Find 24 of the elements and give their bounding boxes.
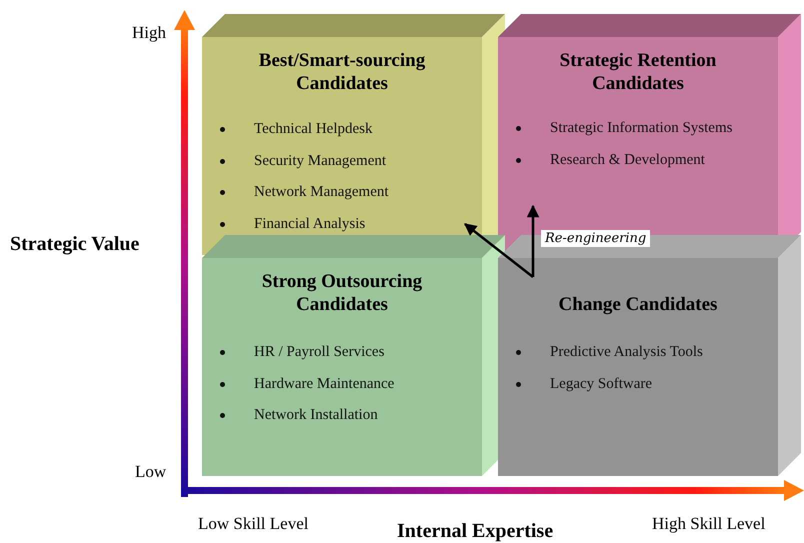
list-item: Strategic Information Systems bbox=[514, 119, 732, 137]
list-item: Hardware Maintenance bbox=[218, 374, 394, 392]
list-item: Network Installation bbox=[218, 406, 378, 424]
quadrant-title: Strong Outsourcing Candidates bbox=[260, 270, 424, 316]
axis-label: High bbox=[132, 23, 166, 43]
list-item: Legacy Software bbox=[514, 374, 652, 392]
axis-label: High Skill Level bbox=[652, 514, 766, 534]
axis-label: Low Skill Level bbox=[198, 514, 308, 534]
list-item: Security Management bbox=[218, 152, 386, 170]
list-item: Technical Helpdesk bbox=[218, 120, 372, 138]
list-item: HR / Payroll Services bbox=[218, 343, 384, 361]
edge-label: Re-engineering bbox=[541, 230, 650, 247]
list-item: Network Management bbox=[218, 183, 389, 201]
list-item: Predictive Analysis Tools bbox=[514, 343, 703, 361]
list-item: Financial Analysis bbox=[218, 214, 366, 232]
quadrant-title: Change Candidates bbox=[558, 293, 718, 316]
axis-title: Internal Expertise bbox=[397, 520, 554, 543]
quadrant-title: Strategic Retention Candidates bbox=[558, 49, 718, 95]
axis-label: Low bbox=[135, 462, 166, 482]
arrow bbox=[526, 204, 540, 277]
arrow bbox=[464, 223, 534, 278]
quadrant-title: Best/Smart-sourcing Candidates bbox=[258, 49, 426, 95]
list-item: Research & Development bbox=[514, 150, 705, 168]
axis-title: Strategic Value bbox=[10, 233, 140, 256]
